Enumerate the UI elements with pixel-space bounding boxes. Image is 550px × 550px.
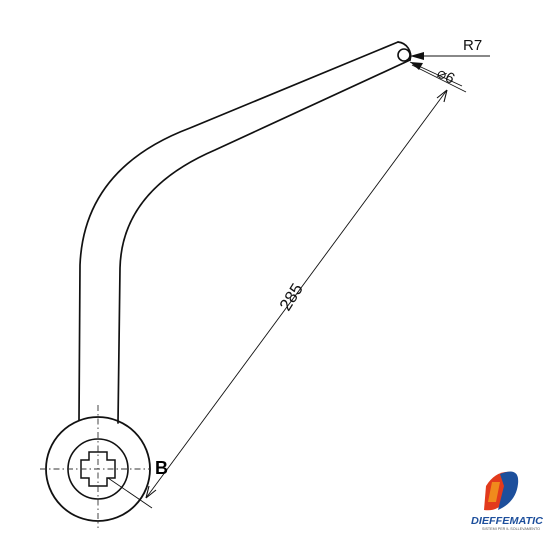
point-b-label: B	[155, 458, 168, 478]
extension-line-tip	[411, 64, 467, 93]
radius-label: R7	[463, 37, 482, 54]
brand-tagline: SISTEMI PER IL SOLLEVAMENTO	[482, 527, 541, 531]
dimension-arrow-top	[436, 89, 448, 103]
diameter-arrow	[410, 62, 423, 70]
brand-name: DIEFFEMATIC	[471, 515, 543, 527]
dimension-arrow-bottom	[145, 485, 157, 499]
diameter-callout	[409, 61, 463, 87]
tip-hole	[397, 48, 411, 62]
dieffematic-logo: DIEFFEMATIC SISTEMI PER IL SOLLEVAMENTO	[471, 471, 543, 531]
dieffematic-emblem-icon	[484, 471, 519, 511]
length-dimension	[107, 64, 467, 509]
diameter-label: ⌀6	[434, 65, 457, 88]
wrench-handle	[78, 41, 412, 424]
centre-lines	[40, 405, 150, 528]
handle-outer-edge	[78, 41, 399, 421]
socket-profile	[80, 451, 116, 487]
radius-callout	[410, 52, 490, 60]
dimension-line	[145, 89, 448, 499]
radius-arrow	[410, 52, 424, 60]
extension-line-ring	[107, 477, 153, 509]
handle-tip	[397, 41, 412, 61]
handle-inner-edge	[117, 59, 411, 424]
dimension-value-285: 285	[276, 280, 307, 314]
